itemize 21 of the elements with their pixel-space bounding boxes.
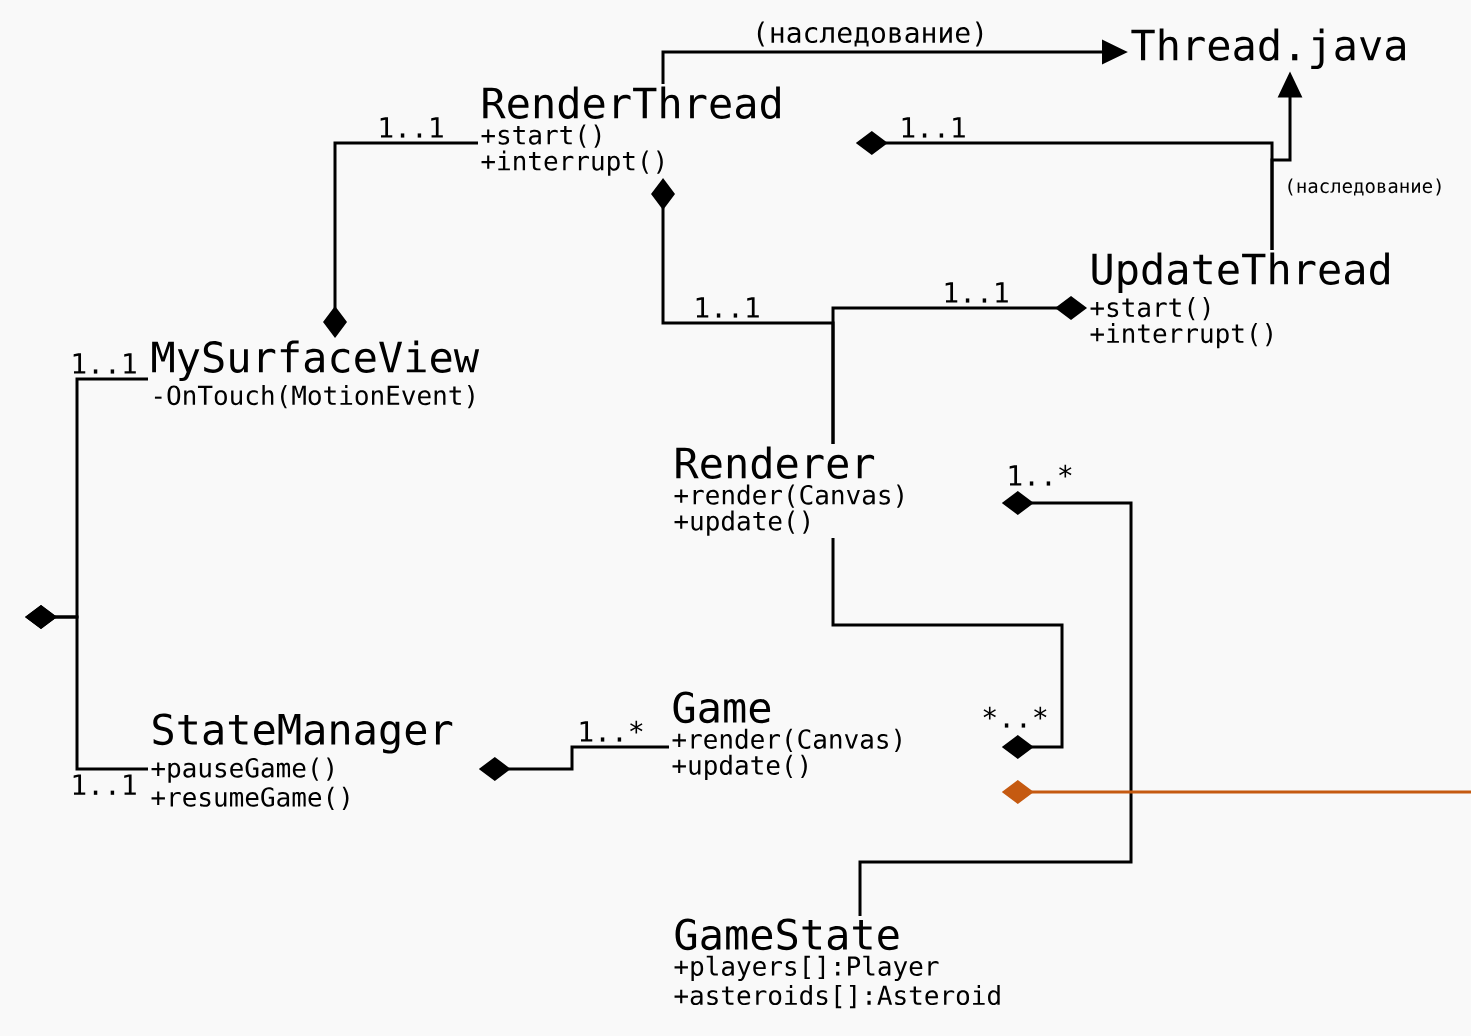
- class-label: Thread.java: [1131, 28, 1405, 70]
- edge-label: *..*: [983, 706, 1047, 728]
- class-label: Game +render(Canvas) +update(): [672, 691, 901, 780]
- edge-label: 1..*: [580, 720, 643, 742]
- class-label: MySurfaceView -OnTouch(MotionEvent): [152, 340, 480, 409]
- edge-label: 1..1: [73, 353, 136, 374]
- edge-label: 1..*: [1009, 464, 1072, 486]
- class-label: GameState +players[]:Player +asteroids[]:Asteroid: [674, 918, 1000, 1009]
- class-label: RenderThread +start() +interrupt(): [481, 86, 780, 176]
- edge-label: 1..1: [902, 117, 965, 138]
- edge-label: 1..1: [73, 774, 136, 795]
- connector: [831, 538, 1064, 759]
- edge-label: (наследование): [757, 21, 983, 47]
- edge-label: 1..1: [945, 282, 1008, 303]
- connector: [858, 491, 1133, 916]
- class-label: StateManager +pauseGame() +resumeGame(): [151, 713, 453, 810]
- edge-label: (наследование): [1288, 178, 1441, 196]
- edge-label: 1..1: [380, 117, 443, 138]
- class-label: Renderer +render(Canvas) +update(): [674, 446, 903, 536]
- edge-label: 1..1: [696, 297, 759, 318]
- class-label: UpdateThread +start() +interrupt(): [1090, 252, 1389, 349]
